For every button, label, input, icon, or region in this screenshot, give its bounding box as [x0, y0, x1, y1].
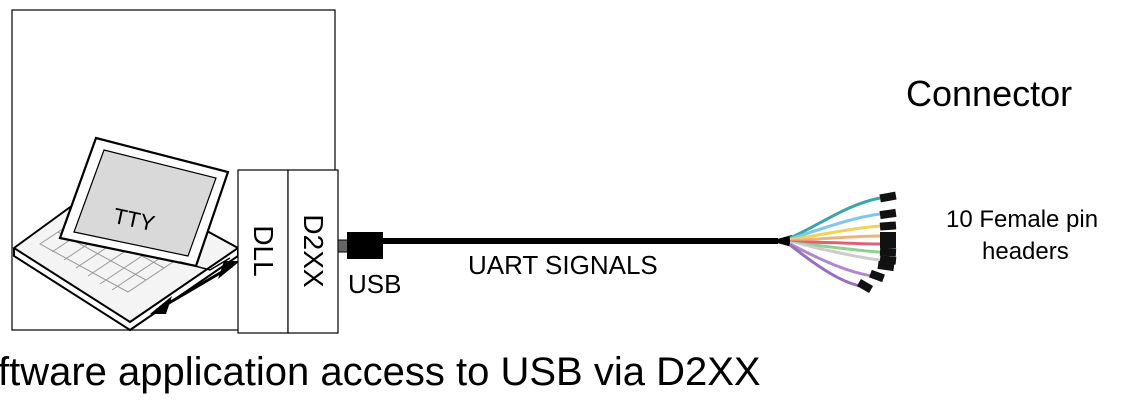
dll-box	[237, 169, 289, 334]
pin-headers-label-line2: headers	[982, 238, 1069, 265]
connector-label: Connector	[906, 73, 1073, 114]
usb-plug-icon	[347, 232, 383, 259]
wire-fanout	[789, 196, 881, 288]
usb-label: USB	[348, 269, 402, 299]
dll-label: DLL	[248, 225, 279, 277]
pin-headers	[856, 191, 897, 293]
uart-signals-label: UART SIGNALS	[468, 250, 658, 280]
pin-headers-label: 10 Female pin	[946, 206, 1099, 233]
caption: ftware application access to USB via D2X…	[0, 350, 761, 394]
usb-connector-tip	[337, 239, 349, 253]
d2xx-box	[287, 169, 339, 334]
d2xx-label: D2XX	[298, 214, 329, 288]
laptop-icon	[12, 136, 240, 332]
